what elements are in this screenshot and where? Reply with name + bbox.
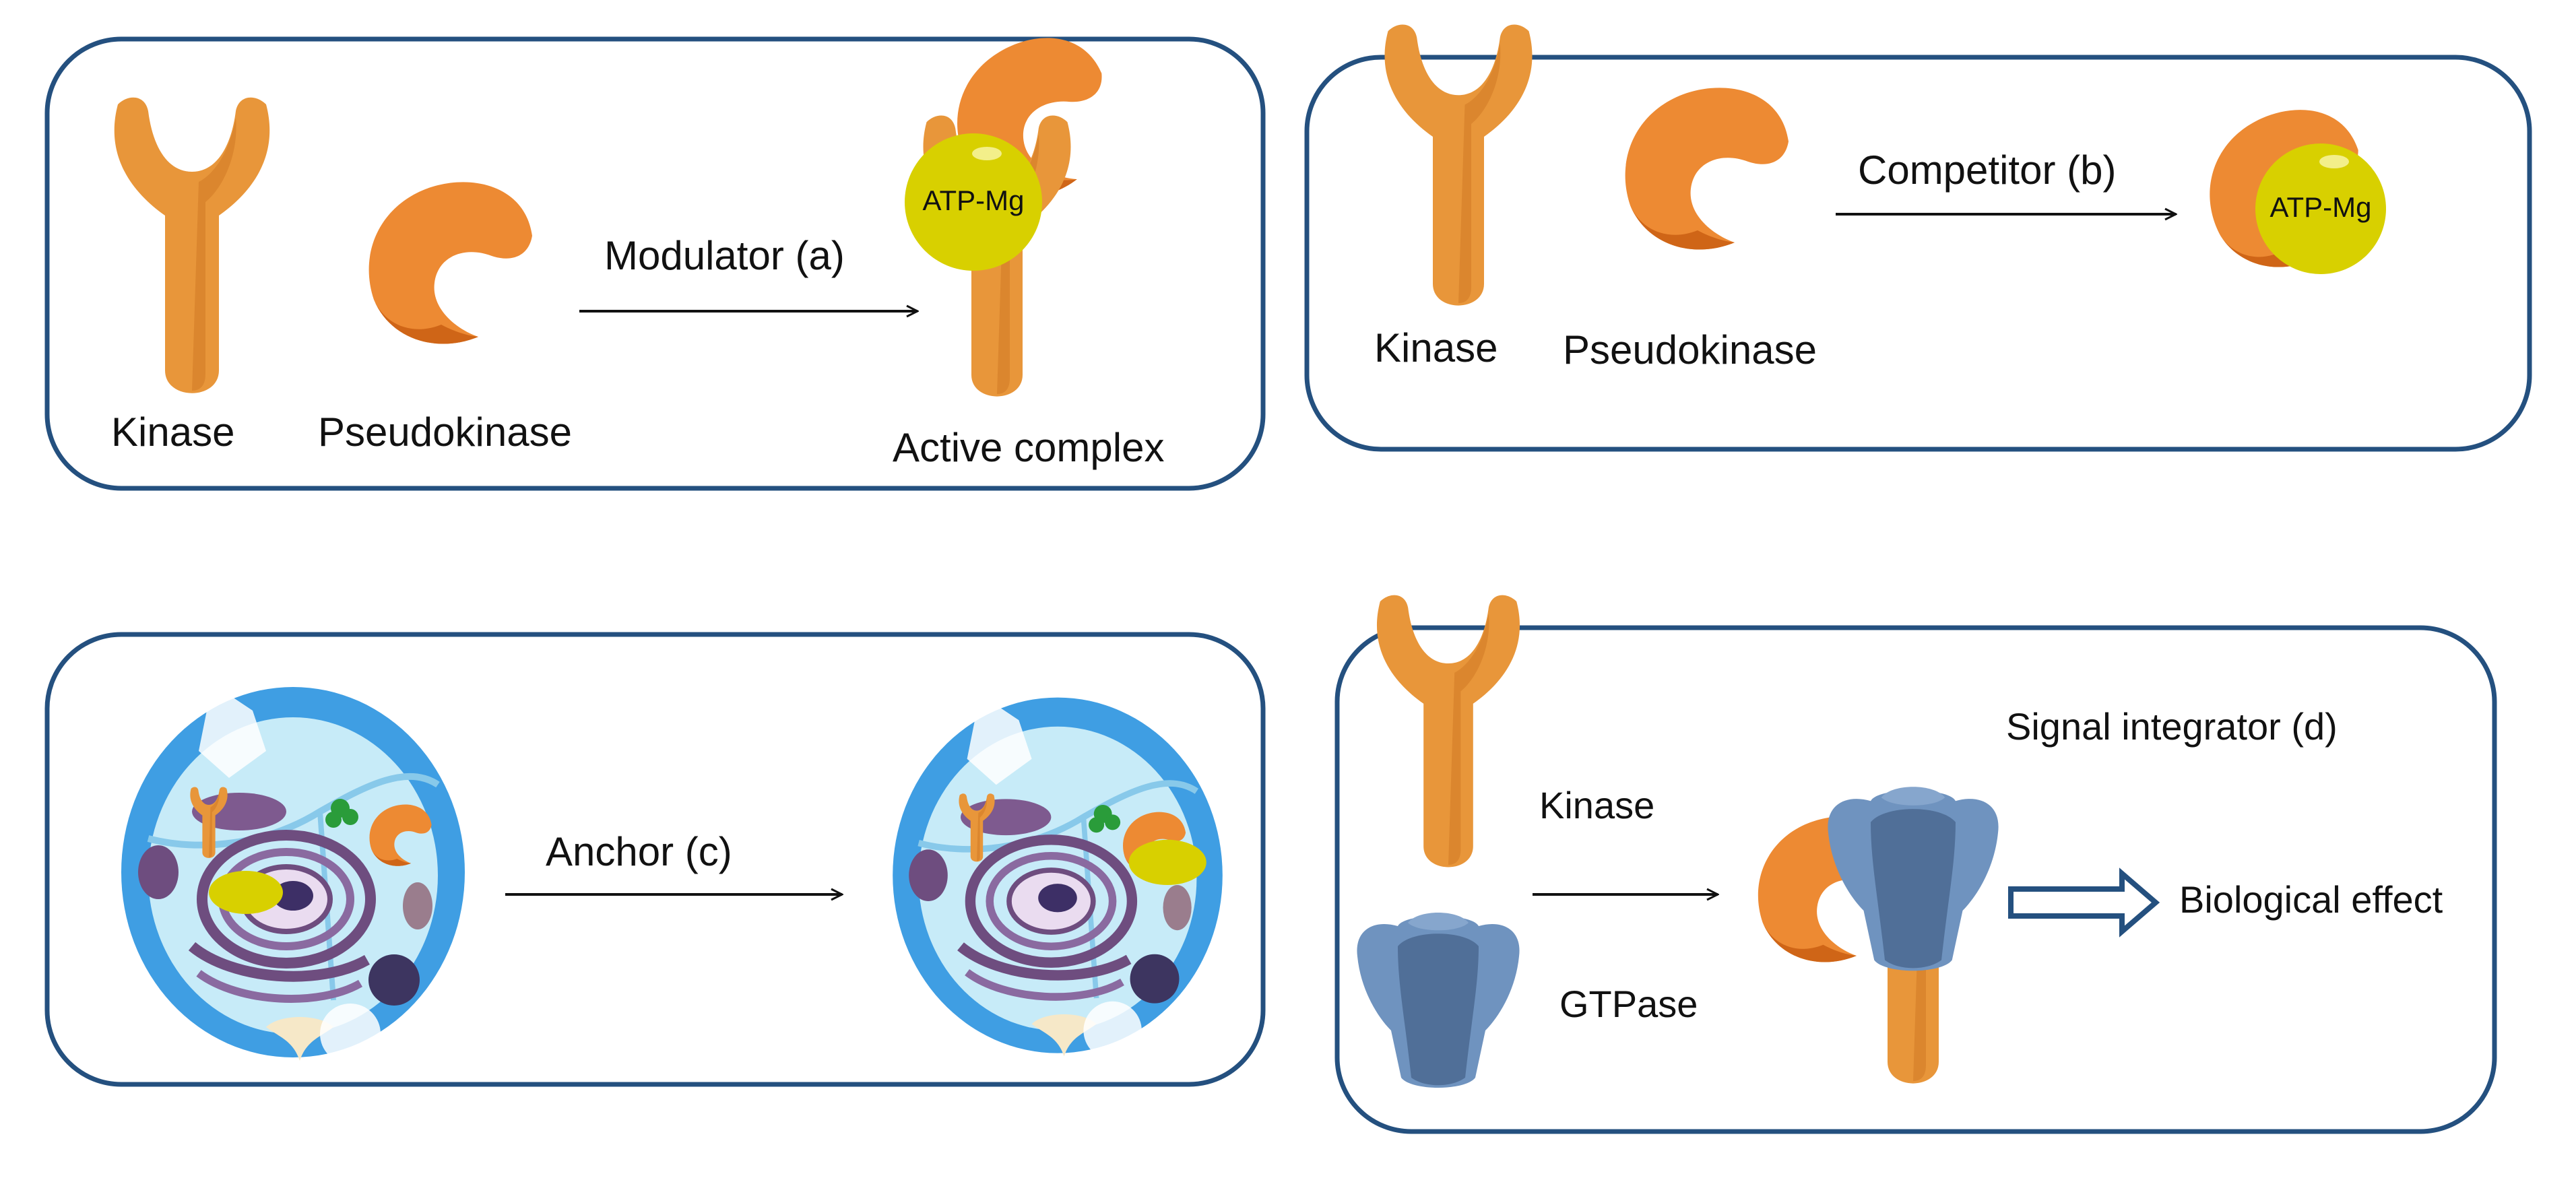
- panel-a-atp-label: ATP-Mg: [923, 185, 1025, 216]
- atp-mg-icon: [2255, 143, 2386, 274]
- atp-mg-icon: [1128, 839, 1206, 885]
- competitor-arrow-label: Competitor (b): [1858, 148, 2116, 193]
- cell-after: [893, 694, 1223, 1059]
- atp-mg-icon: [209, 871, 283, 914]
- panel-b: Kinase Pseudokinase Competitor (b) ATP-M…: [1304, 24, 2532, 452]
- cell-icon: [121, 684, 465, 1064]
- panel-a-kinase-label: Kinase: [111, 409, 234, 455]
- panel-a: Kinase Pseudokinase Modulator (a) ATP-Mg…: [44, 24, 1266, 491]
- panel-b-border: [1304, 55, 2532, 452]
- panel-d-gtpase-label: GTPase: [1559, 983, 1698, 1025]
- active-complex-label: Active complex: [893, 425, 1164, 470]
- gtpase-icon: [1828, 787, 1999, 971]
- panel-c: Anchor (c): [44, 632, 1266, 1087]
- gtpase-icon: [1357, 913, 1520, 1088]
- kinase-icon: [1376, 595, 1520, 867]
- panel-d: Signal integrator (d) Kinase GTPase Biol…: [1334, 595, 2497, 1134]
- panel-c-border: [44, 632, 1266, 1087]
- atp-mg-icon: [905, 133, 1042, 271]
- biological-effect-label: Biological effect: [2179, 878, 2443, 921]
- kinase-icon: [1384, 24, 1533, 306]
- kinase-icon: [114, 97, 270, 393]
- signal-integrator-title: Signal integrator (d): [2006, 705, 2338, 748]
- pseudokinase-icon: [368, 182, 532, 344]
- panel-a-pseudokinase-label: Pseudokinase: [318, 409, 572, 455]
- signal-complex: [1758, 787, 1999, 1084]
- panel-b-atp-label: ATP-Mg: [2270, 191, 2372, 223]
- cell-before: [121, 684, 465, 1064]
- panel-a-border: [44, 36, 1266, 491]
- panel-b-pseudokinase-label: Pseudokinase: [1563, 327, 1817, 372]
- panel-d-border: [1334, 625, 2497, 1134]
- anchor-arrow-label: Anchor (c): [546, 829, 732, 874]
- modulator-arrow-label: Modulator (a): [604, 233, 845, 278]
- active-complex: ATP-Mg: [905, 24, 1128, 397]
- panel-d-kinase-label: Kinase: [1539, 784, 1654, 826]
- pseudokinase-icon: [1625, 88, 1789, 250]
- hollow-arrow-icon: [2008, 867, 2160, 938]
- panel-b-kinase-label: Kinase: [1374, 325, 1498, 370]
- competitor-complex: ATP-Mg: [2196, 100, 2386, 278]
